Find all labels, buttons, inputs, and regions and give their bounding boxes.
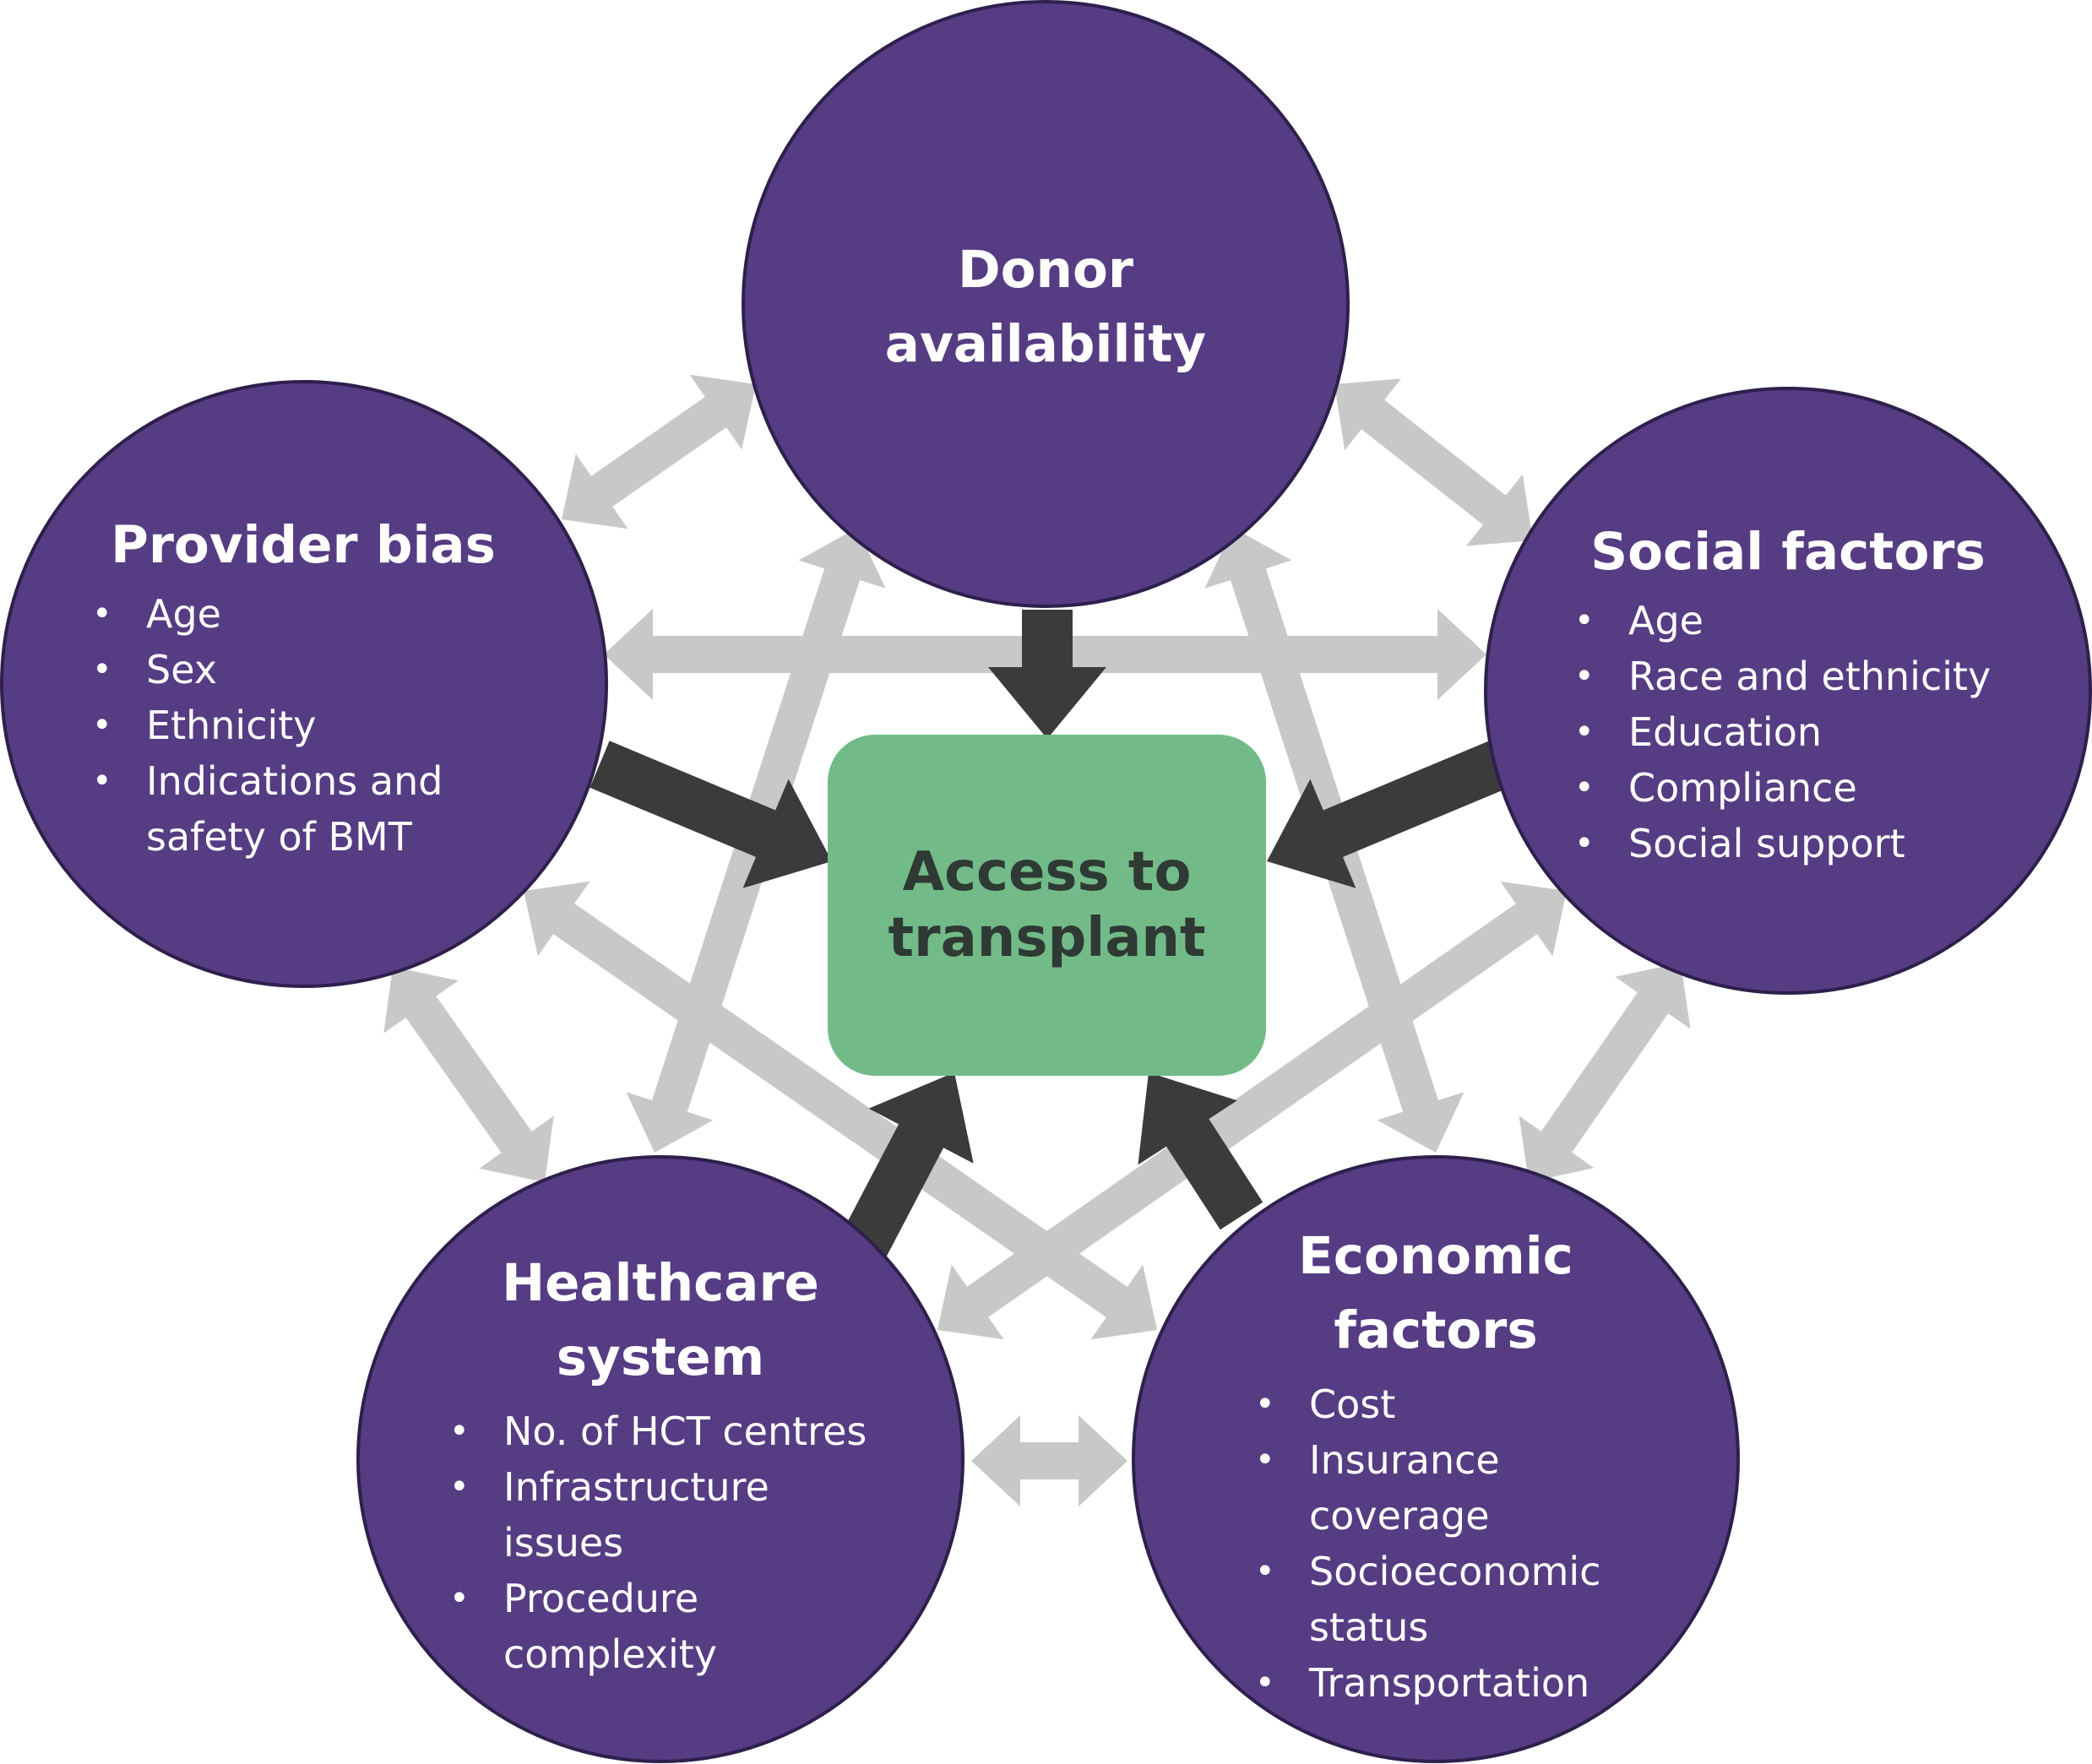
list-item: No. of HCT centres: [449, 1403, 867, 1459]
list-item: Sex: [92, 642, 443, 697]
list-item: Infrastructure issues: [449, 1459, 867, 1571]
list-item: Race and ethnicity: [1574, 649, 1991, 704]
influence-arrow-social: [1267, 741, 1509, 888]
donor-availability-title: Donor availability: [884, 240, 1207, 374]
economic-factors-list: Cost Insurance coverage Socioeconomic st…: [1255, 1376, 1600, 1711]
healthcare-system-circle: Healthcare system No. of HCT centres Inf…: [356, 1155, 964, 1763]
list-item: Socioeconomic status: [1255, 1544, 1600, 1655]
list-item: Procedure complexity: [449, 1571, 867, 1682]
list-item: Ethnicity: [92, 697, 443, 753]
social-factors-list: Age Race and ethnicity Education Complia…: [1574, 593, 1991, 871]
influence-arrow-provider: [590, 741, 832, 888]
link-arrow-social-economic: [1519, 963, 1691, 1182]
access-to-transplant-label: Access to transplant: [888, 841, 1206, 969]
healthcare-system-title: Healthcare system: [502, 1253, 819, 1387]
influence-arrow-healthcare: [839, 1072, 974, 1262]
economic-factors-circle: Economic factors Cost Insurance coverage…: [1132, 1155, 1740, 1763]
link-arrow-provider-economic: [524, 881, 1157, 1340]
provider-bias-title: Provider bias: [111, 515, 496, 575]
social-factors-title: Social factors: [1590, 522, 1986, 582]
list-item: Indications and safety of BMT: [92, 753, 443, 865]
provider-bias-circle: Provider bias Age Sex Ethnicity Indicati…: [0, 380, 608, 988]
list-item: Compliance: [1574, 760, 1991, 816]
link-arrow-donor-social: [1334, 378, 1533, 546]
list-item: Cost: [1255, 1376, 1600, 1432]
economic-factors-title: Economic factors: [1298, 1226, 1573, 1360]
list-item: Age: [92, 586, 443, 642]
list-item: Age: [1574, 593, 1991, 649]
healthcare-system-list: No. of HCT centres Infrastructure issues…: [449, 1403, 867, 1682]
influence-arrow-economic: [1138, 1072, 1263, 1230]
access-to-transplant-box: Access to transplant: [828, 735, 1266, 1076]
link-arrow-provider-healthcare: [383, 967, 554, 1182]
list-item: Transportation: [1255, 1655, 1600, 1711]
list-item: Social support: [1574, 816, 1991, 871]
provider-bias-list: Age Sex Ethnicity Indications and safety…: [92, 586, 443, 865]
social-factors-circle: Social factors Age Race and ethnicity Ed…: [1484, 387, 2092, 995]
link-arrow-provider-donor: [562, 374, 756, 529]
link-arrow-social-healthcare: [937, 881, 1567, 1340]
list-item: Insurance coverage: [1255, 1432, 1600, 1544]
influence-arrow-donor: [988, 610, 1106, 739]
donor-availability-circle: Donor availability: [742, 0, 1350, 608]
link-arrow-healthcare-economic: [971, 1415, 1128, 1506]
list-item: Education: [1574, 704, 1991, 760]
